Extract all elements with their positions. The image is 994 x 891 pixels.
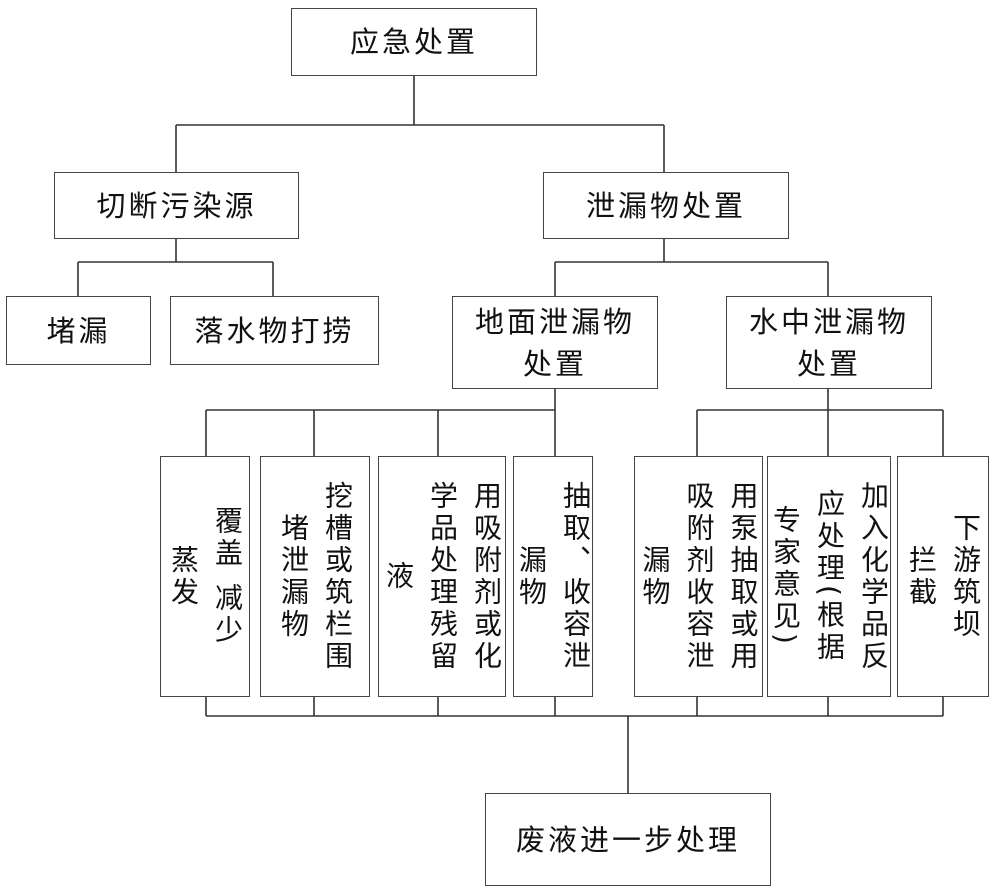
node-label: 切断污染源 [96,188,257,223]
node-label-column: 挖槽或筑栏围 [321,480,354,673]
node-pump-collect: 抽取、收容泄 漏物 [513,456,593,697]
node-label: 地面泄漏物处置 [474,304,635,381]
node-label-column: 用吸附剂或化 [470,480,503,673]
node-label: 堵漏 [46,313,111,348]
node-dig-trench-contain: 挖槽或筑栏围 堵泄漏物 [260,456,370,697]
node-label: 应急处置 [349,25,478,59]
node-label: 泄漏物处置 [585,188,746,223]
node-salvage-fallen: 落水物打捞 [170,296,379,365]
node-label-column: 加入化学品反 [857,480,890,673]
node-pump-absorb-water: 用泵抽取或用 吸附剂收容泄 漏物 [634,456,763,697]
node-label-column: 堵泄漏物 [277,512,310,641]
node-label-column: 液 [382,560,415,593]
node-cut-source: 切断污染源 [54,172,299,239]
node-chemical-reaction: 加入化学品反 应处理(根据 专家意见) [767,456,891,697]
node-spill-handling: 泄漏物处置 [543,172,789,239]
node-label-column: 覆盖 减少 [211,506,244,647]
node-label: 落水物打捞 [194,313,355,348]
node-label-column: 抽取、收容泄 [559,480,592,673]
node-cover-reduce-evaporation: 覆盖 减少 蒸发 [160,456,250,697]
node-ground-spill: 地面泄漏物处置 [452,296,658,389]
node-emergency-response: 应急处置 [291,8,537,76]
node-absorbent-treatment: 用吸附剂或化 学品处理残留 液 [378,456,506,697]
node-plug-leak: 堵漏 [6,296,151,365]
node-label-column: 漏物 [515,544,548,609]
node-water-spill: 水中泄漏物处置 [726,296,932,389]
node-further-waste-treatment: 废液进一步处理 [485,793,771,886]
node-label-column: 蒸发 [167,544,200,609]
node-downstream-dam: 下游筑坝 拦截 [897,456,989,697]
node-label-column: 用泵抽取或用 [726,480,760,673]
node-label-column: 学品处理残留 [426,480,459,673]
node-label-column: 专家意见) [769,505,802,648]
node-label: 废液进一步处理 [515,822,740,857]
node-label-column: 拦截 [905,544,938,609]
node-label-column: 下游筑坝 [949,512,982,641]
node-label-column: 漏物 [638,544,672,609]
node-label-column: 吸附剂收容泄 [682,480,716,673]
node-label: 水中泄漏物处置 [748,304,909,381]
node-label-column: 应处理(根据 [813,489,846,664]
